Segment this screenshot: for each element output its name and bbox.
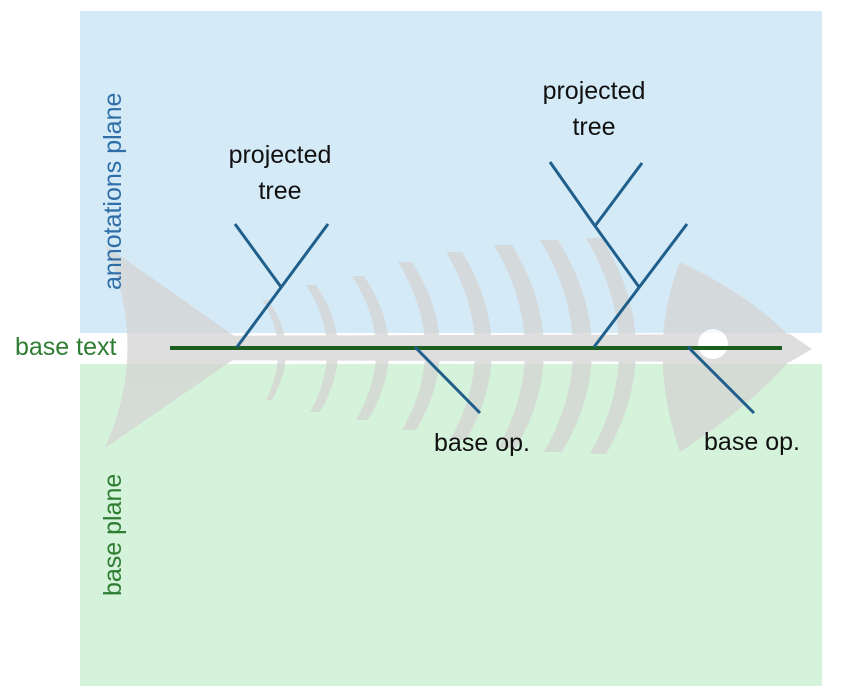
base-text-label: base text: [15, 333, 117, 361]
projected-tree-left: [233, 223, 330, 348]
fish-rib: [494, 245, 545, 448]
fish-rib: [398, 262, 441, 430]
base-op-right-branch: [686, 345, 756, 415]
fish-rib: [446, 252, 493, 440]
projected-tree-right-label-line1: projected: [543, 77, 646, 105]
fish-rib: [540, 240, 593, 452]
base-op-right-label: base op.: [704, 428, 800, 456]
fish-head: [662, 262, 800, 452]
projected-tree-left-label-line1: projected: [229, 141, 332, 169]
base-op-left-label: base op.: [434, 429, 530, 457]
projected-tree-left-label-line2: tree: [258, 177, 301, 205]
fish-rib: [262, 300, 287, 400]
base-op-left-branch: [413, 345, 482, 415]
fish-rib: [586, 238, 637, 454]
projected-tree-right: [548, 161, 689, 348]
annotations-plane-label: annotations plane: [99, 93, 127, 290]
base-plane-label: base plane: [99, 474, 127, 596]
projected-tree-right-label-line2: tree: [572, 113, 615, 141]
fish-rib: [306, 285, 339, 412]
fish-eye: [698, 329, 728, 359]
fish-rib: [352, 276, 390, 420]
